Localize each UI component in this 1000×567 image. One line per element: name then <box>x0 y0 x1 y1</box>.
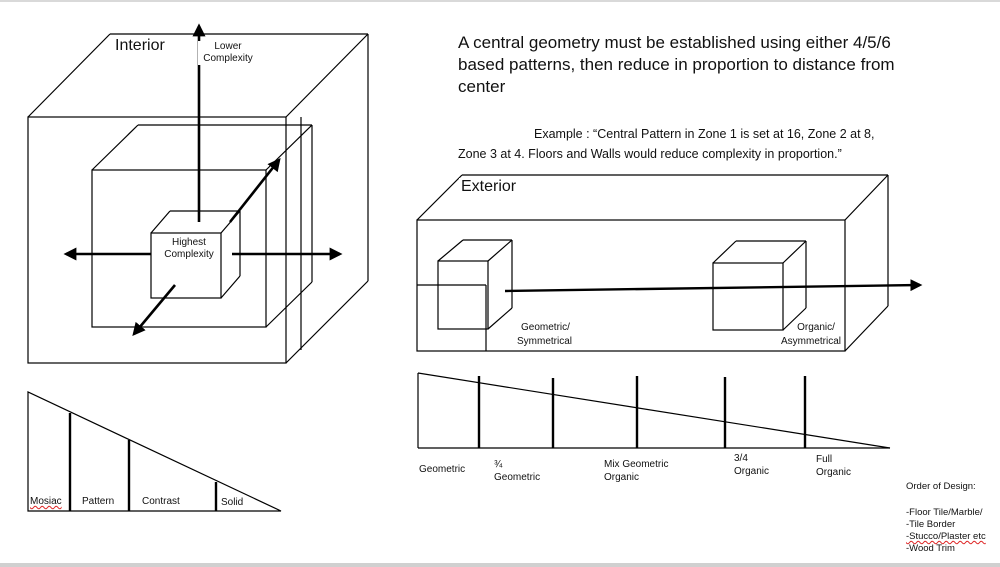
ext-scale-geometric-line: Geometric <box>419 464 466 475</box>
highest-complexity-line-1: Highest <box>172 237 206 248</box>
exterior-arrow <box>504 279 923 293</box>
scale-label-pattern: Pattern <box>82 496 115 507</box>
slide-title: A central geometry must be established u… <box>458 33 895 96</box>
scale-label-mosaic: Mosiac <box>30 496 62 507</box>
lower-complexity-line-1: Lower <box>214 41 242 52</box>
org-asym-line-1: Organic/ <box>797 322 835 333</box>
lower-complexity-line-2: Complexity <box>203 53 253 64</box>
bottom-border <box>0 563 1000 567</box>
interior-outer-cube <box>27 33 369 364</box>
organic-asymmetrical-label: Organic/ Asymmetrical <box>776 322 846 348</box>
geometric-symmetrical-label: Geometric/ Symmetrical <box>517 322 572 348</box>
order-of-design-heading: Order of Design: <box>906 481 976 492</box>
geo-sym-line-1: Geometric/ <box>521 322 570 333</box>
top-border <box>0 0 1000 2</box>
ext-scale-three-quarter-organic: 3/4 Organic <box>734 453 769 478</box>
interior-arrows <box>63 23 343 336</box>
exterior-scale <box>417 372 891 449</box>
example-text: Example : “Central Pattern in Zone 1 is … <box>458 127 875 161</box>
org-asym-line-2: Asymmetrical <box>780 336 841 347</box>
ext-scale-tq-geo-line-1: ¾ <box>494 459 503 470</box>
exterior-label: Exterior <box>459 178 519 196</box>
exterior-right-cube <box>712 240 807 331</box>
ext-scale-tq-org-line-1: 3/4 <box>734 453 748 464</box>
ext-scale-tq-geo-line-2: Geometric <box>494 472 541 483</box>
geo-sym-line-2: Symmetrical <box>517 336 573 347</box>
order-item-stucco: -Stucco/Plaster etc <box>906 531 986 542</box>
ext-scale-full-org-line-1: Full <box>816 454 833 465</box>
ext-scale-geometric: Geometric <box>419 464 465 476</box>
scale-label-solid: Solid <box>221 497 244 508</box>
order-item-tile-border: -Tile Border <box>906 519 956 530</box>
highest-complexity-label: Highest Complexity <box>159 237 219 261</box>
interior-scale-triangle <box>27 391 282 512</box>
ext-scale-full-organic: Full Organic <box>816 454 851 479</box>
arrow-up-right <box>228 157 281 223</box>
ext-scale-mix-line-2: Organic <box>604 472 640 483</box>
ext-scale-mix: Mix Geometric Organic <box>604 459 668 484</box>
ext-scale-three-quarter-geometric: ¾ Geometric <box>494 459 540 484</box>
ext-scale-full-org-line-2: Organic <box>816 467 852 478</box>
arrow-down-left <box>132 284 176 336</box>
ext-scale-mix-line-1: Mix Geometric <box>604 459 669 470</box>
scale-label-contrast: Contrast <box>142 496 180 507</box>
order-item-floor-tile: -Floor Tile/Marble/ <box>906 507 983 518</box>
interior-label: Interior <box>113 37 167 55</box>
order-of-design-list: -Floor Tile/Marble/ -Tile Border -Stucco… <box>906 507 986 555</box>
ext-scale-tq-org-line-2: Organic <box>734 466 770 477</box>
lower-complexity-label: Lower Complexity <box>198 41 258 65</box>
exterior-left-cube <box>417 239 513 351</box>
order-item-wood-trim: -Wood Trim <box>906 543 955 554</box>
highest-complexity-line-2: Complexity <box>164 249 214 260</box>
